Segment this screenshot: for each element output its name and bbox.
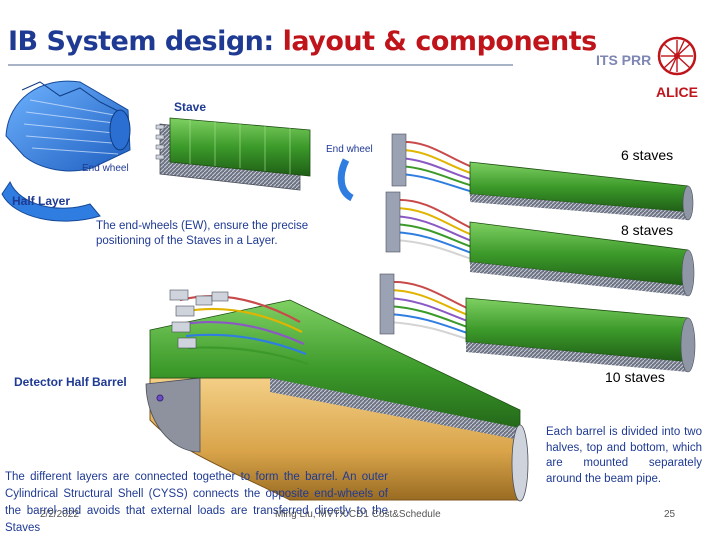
its-prr-label: ITS PRR — [596, 52, 652, 68]
six-staves-label: 6 staves — [621, 147, 674, 163]
stave-label: Stave — [174, 100, 207, 114]
ten-staves-label: 10 staves — [605, 369, 665, 385]
end-wheel-left-label: End wheel — [82, 163, 129, 174]
half-layer-end-wheel-drawing — [1, 80, 131, 222]
title-part-blue: IB System design: — [8, 26, 283, 57]
footer-date: 2/2/2022 — [40, 509, 79, 520]
barrel-description: The different layers are connected toget… — [5, 471, 388, 534]
title-underline — [8, 64, 513, 66]
footer-page-number: 25 — [664, 509, 676, 520]
six-stave-layer-drawing — [391, 133, 694, 221]
eight-staves-label: 8 staves — [621, 222, 674, 238]
alice-logo: ALICE — [656, 36, 698, 100]
eight-stave-layer-drawing — [385, 191, 695, 297]
detector-half-barrel-drawing — [145, 289, 529, 502]
alice-logo-text: ALICE — [656, 84, 698, 100]
halves-description: Each barrel is divided into two halves, … — [546, 426, 702, 485]
alice-logo-core — [674, 53, 680, 59]
end-wheel-description: The end-wheels (EW), ensure the precise … — [96, 220, 309, 247]
half-layer-label: Half Layer — [12, 194, 71, 208]
title-part-red: layout & components — [282, 26, 598, 57]
footer-author: Ming Liu, MVTX CD1 Cost&Schedule — [275, 509, 441, 520]
end-wheel-top-label: End wheel — [326, 144, 373, 155]
detector-half-barrel-label: Detector Half Barrel — [14, 375, 127, 389]
single-stave-drawing — [155, 117, 354, 202]
slide-title: IB System design: layout & components — [8, 26, 597, 57]
ten-stave-layer-drawing — [379, 273, 696, 373]
